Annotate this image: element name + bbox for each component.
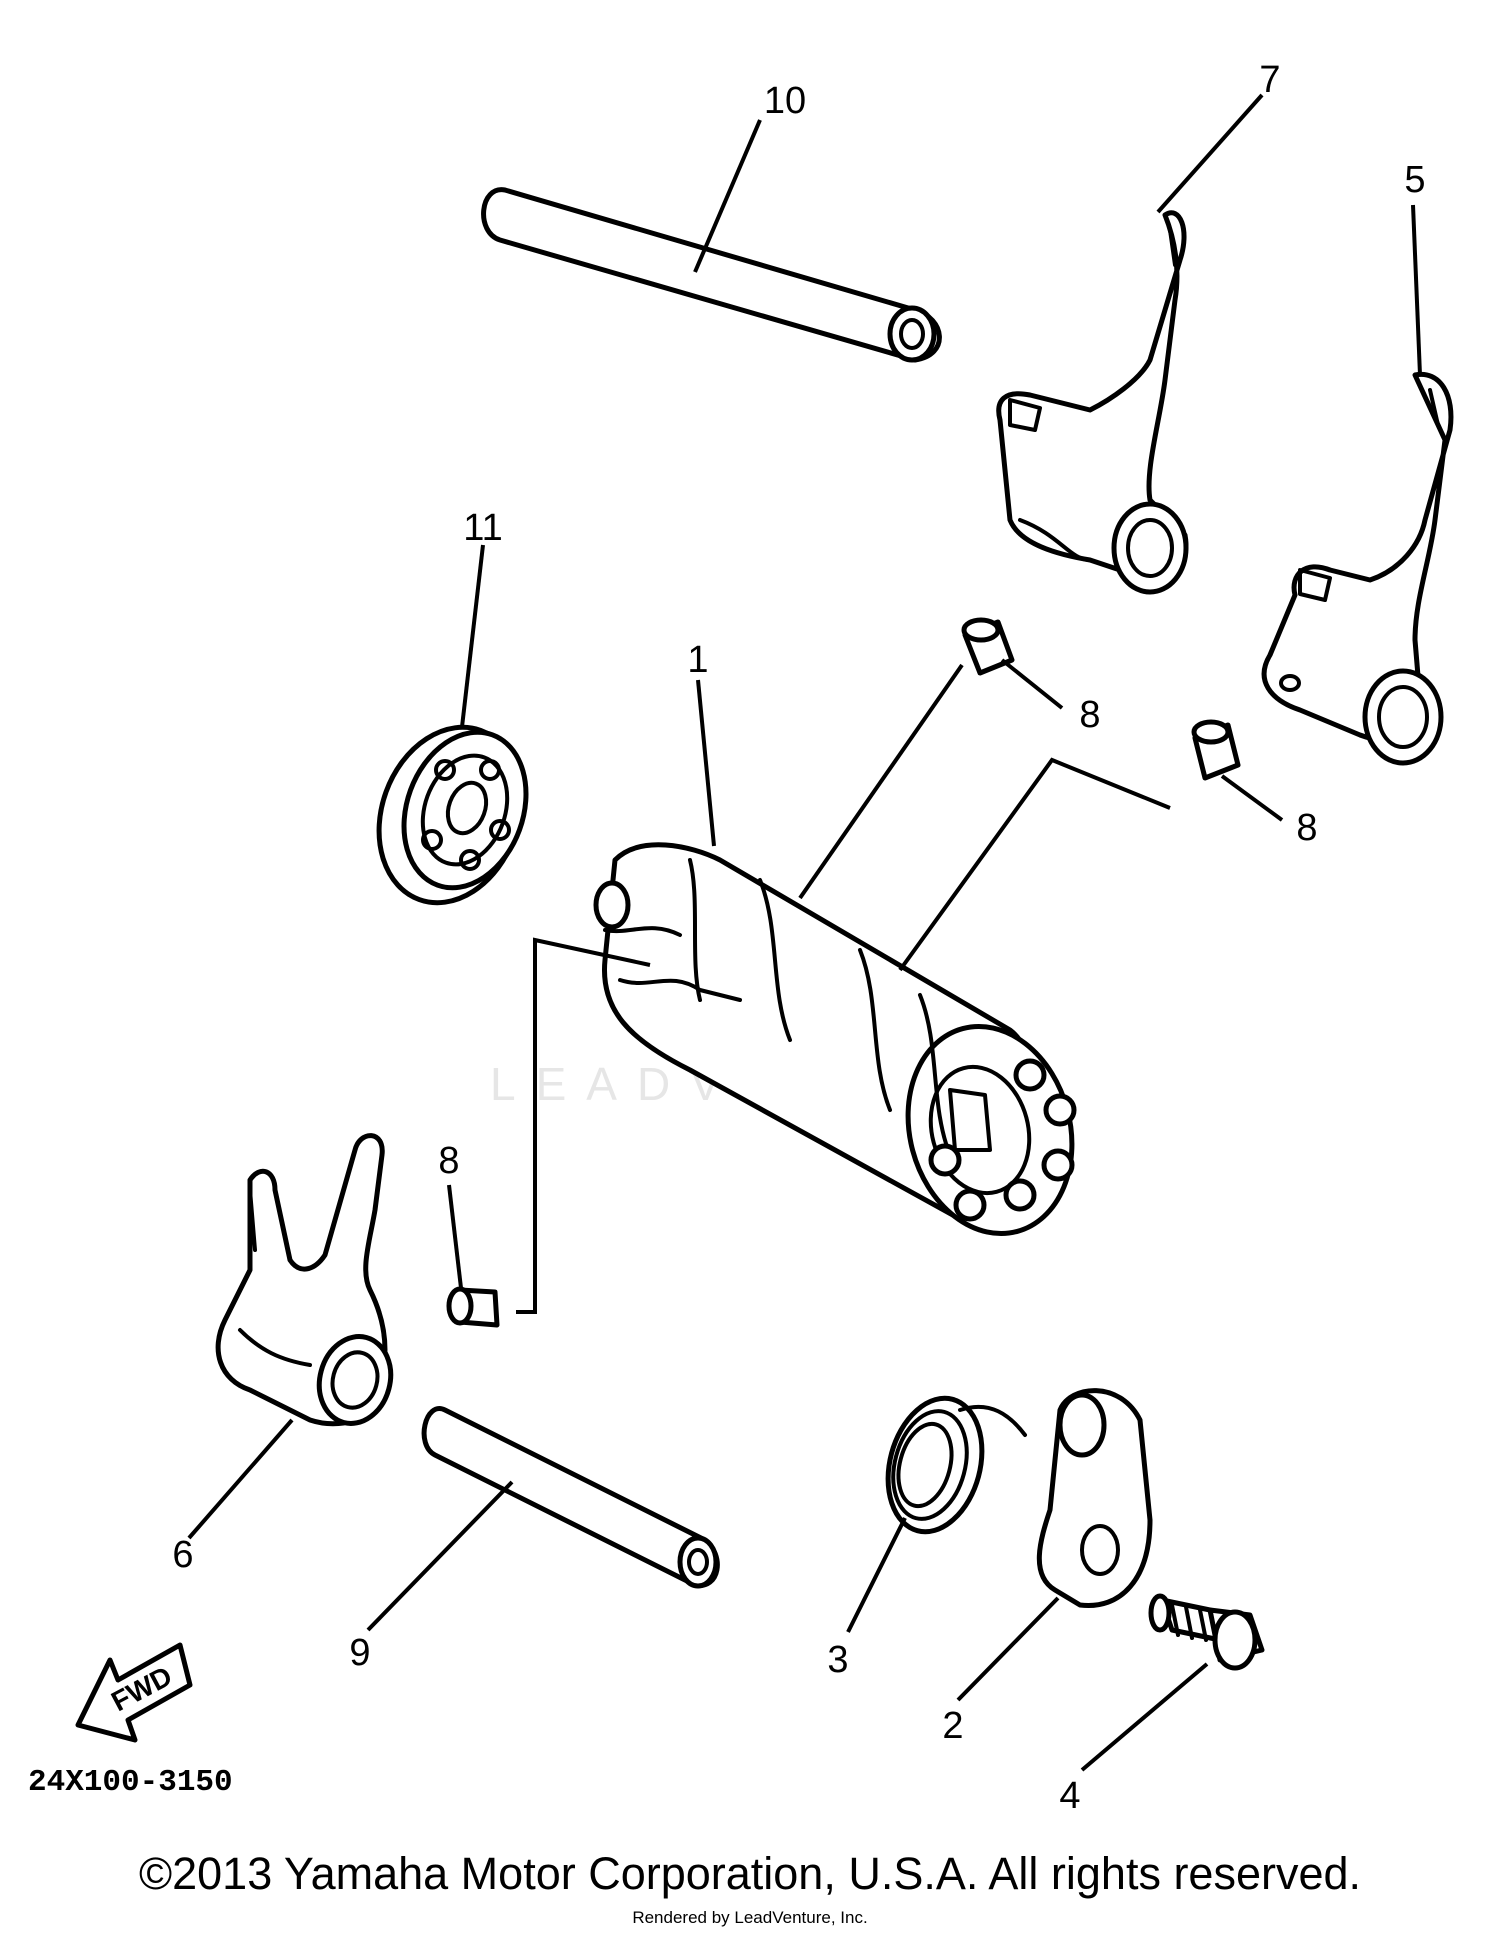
rendered-by-notice: Rendered by LeadVenture, Inc. (632, 1908, 868, 1927)
shift-fork-7 (996, 210, 1189, 595)
copyright-notice: ©2013 Yamaha Motor Corporation, U.S.A. A… (138, 1848, 1362, 1899)
guide-pin-8-upper (961, 617, 1015, 676)
torsion-spring-3 (885, 1395, 1027, 1535)
guide-pin-8-right (1191, 719, 1241, 781)
callout-numbers: 10 7 5 11 1 8 8 8 6 9 3 2 4 (172, 59, 1425, 1817)
callout-1: 1 (687, 639, 708, 681)
callout-2: 2 (942, 1705, 963, 1747)
callout-8-right: 8 (1296, 807, 1317, 849)
guide-pin-8-left (446, 1286, 500, 1328)
callout-6: 6 (172, 1534, 193, 1576)
shift-cam-1 (593, 842, 1077, 1237)
callout-3: 3 (827, 1639, 848, 1681)
callout-8-left: 8 (438, 1140, 459, 1182)
callout-4: 4 (1059, 1775, 1080, 1817)
callout-9: 9 (349, 1632, 370, 1674)
callout-5: 5 (1404, 159, 1425, 201)
callout-10: 10 (764, 80, 806, 122)
shift-fork-6 (215, 1133, 394, 1427)
callout-7: 7 (1259, 59, 1280, 101)
shift-fork-5 (1261, 371, 1454, 766)
bolt-4 (1148, 1593, 1265, 1671)
drawing-code: 24X100-3150 (28, 1765, 233, 1800)
stopper-lever-2 (1036, 1388, 1153, 1609)
bearing-11 (376, 724, 529, 906)
shift-fork-shaft-lower (421, 1406, 720, 1589)
fwd-arrow-icon: FWD (75, 1642, 193, 1743)
shift-fork-shaft-upper (481, 187, 942, 363)
callout-11: 11 (463, 507, 502, 549)
leader-lines (187, 93, 1422, 1772)
callout-8-upper: 8 (1079, 694, 1100, 736)
